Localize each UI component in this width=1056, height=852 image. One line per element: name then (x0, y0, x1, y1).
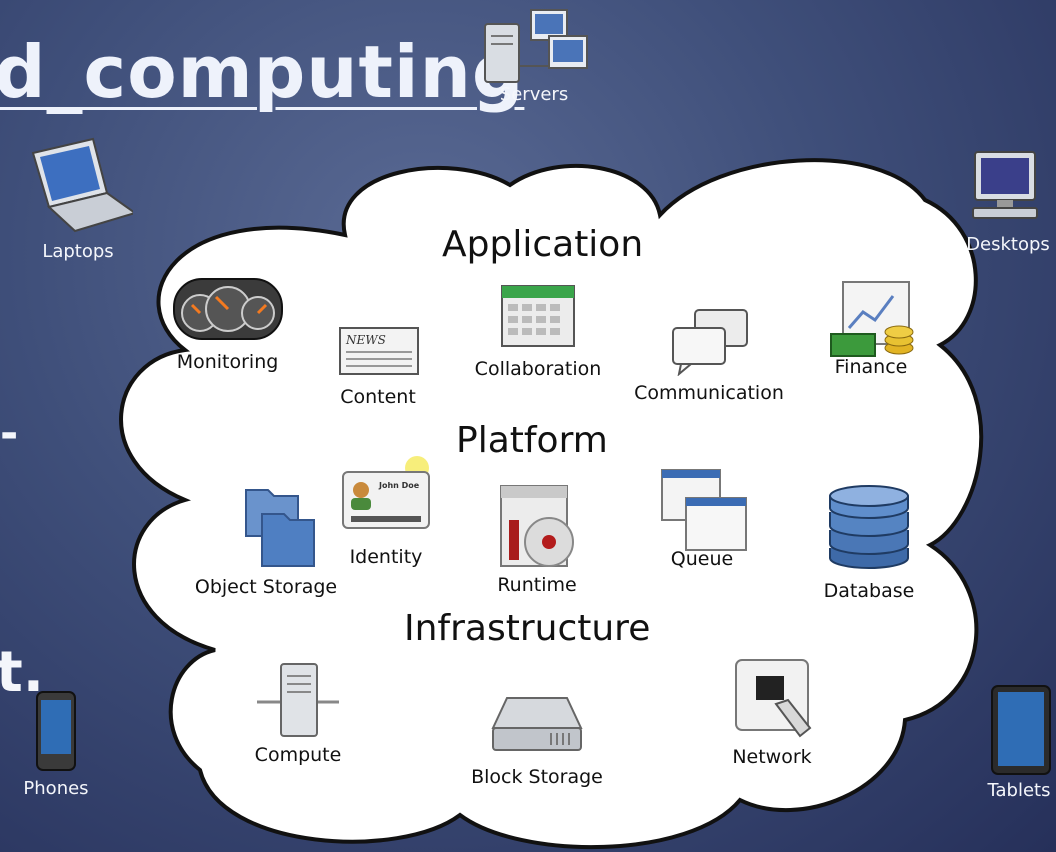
app-item-monitoring: Monitoring (165, 275, 290, 373)
hard-drive-icon (491, 697, 583, 751)
windows-icon (661, 469, 747, 551)
queue-label: Queue (670, 548, 734, 570)
block-storage-label: Block Storage (471, 766, 603, 788)
object-storage-label: Object Storage (194, 576, 338, 598)
app-item-finance: Finance (818, 278, 924, 378)
id-card-icon: John Doe (342, 456, 430, 529)
platform-item-database: Database (814, 484, 924, 602)
page-title-link[interactable]: d_computing (0, 30, 525, 114)
laptops-device: Laptops (18, 135, 138, 262)
platform-item-identity: John Doe Identity (336, 456, 436, 568)
platform-item-queue: Queue (650, 466, 754, 570)
desktop-icon (972, 151, 1038, 219)
database-label: Database (823, 580, 915, 602)
layer-title-platform: Platform (456, 420, 608, 461)
svg-text:NEWS: NEWS (345, 333, 386, 347)
app-item-content: NEWS Content (328, 322, 428, 408)
content-label: Content (340, 386, 416, 408)
chat-bubbles-icon (672, 309, 748, 377)
phones-device: Phones (10, 690, 102, 799)
tablet-icon (991, 685, 1051, 775)
layer-title-application: Application (442, 224, 644, 265)
dashboard-gauge-icon (172, 278, 283, 340)
phones-label: Phones (23, 778, 89, 799)
platform-item-object-storage: Object Storage (190, 484, 342, 598)
database-icon (829, 485, 909, 569)
desktops-label: Desktops (966, 234, 1050, 255)
tablets-device: Tablets (974, 684, 1056, 801)
infra-item-block-storage: Block Storage (462, 690, 612, 788)
desktops-device: Desktops (958, 148, 1056, 255)
layer-title-infrastructure: Infrastructure (404, 608, 651, 649)
money-chart-icon (830, 281, 914, 357)
folder-icon (245, 489, 315, 567)
edge-text-fragment-dash: - (0, 408, 19, 459)
finance-label: Finance (834, 356, 908, 378)
tower-server-icon (257, 663, 339, 737)
infra-item-network: Network (722, 656, 822, 768)
edge-text-fragment-tail: t. (0, 640, 45, 705)
identity-label: Identity (349, 546, 423, 568)
disc-package-icon (500, 485, 574, 567)
ethernet-port-icon (735, 659, 812, 738)
infra-item-compute: Compute (248, 660, 348, 766)
tablets-label: Tablets (987, 780, 1051, 801)
app-item-communication: Communication (630, 306, 788, 404)
monitoring-label: Monitoring (176, 351, 279, 373)
newspaper-icon: NEWS (339, 327, 419, 375)
app-item-collaboration: Collaboration (470, 278, 606, 380)
servers-label: Servers (499, 84, 569, 105)
phone-icon (36, 691, 76, 771)
platform-item-runtime: Runtime (480, 480, 594, 596)
compute-label: Compute (254, 744, 342, 766)
network-label: Network (732, 746, 812, 768)
collaboration-label: Collaboration (474, 358, 602, 380)
laptop-icon (31, 137, 138, 233)
runtime-label: Runtime (497, 574, 577, 596)
svg-text:John Doe: John Doe (378, 481, 420, 490)
calendar-icon (501, 285, 575, 347)
laptops-label: Laptops (42, 241, 114, 262)
servers-device: Servers (474, 6, 594, 105)
server-icon (484, 9, 588, 83)
communication-label: Communication (634, 382, 784, 404)
